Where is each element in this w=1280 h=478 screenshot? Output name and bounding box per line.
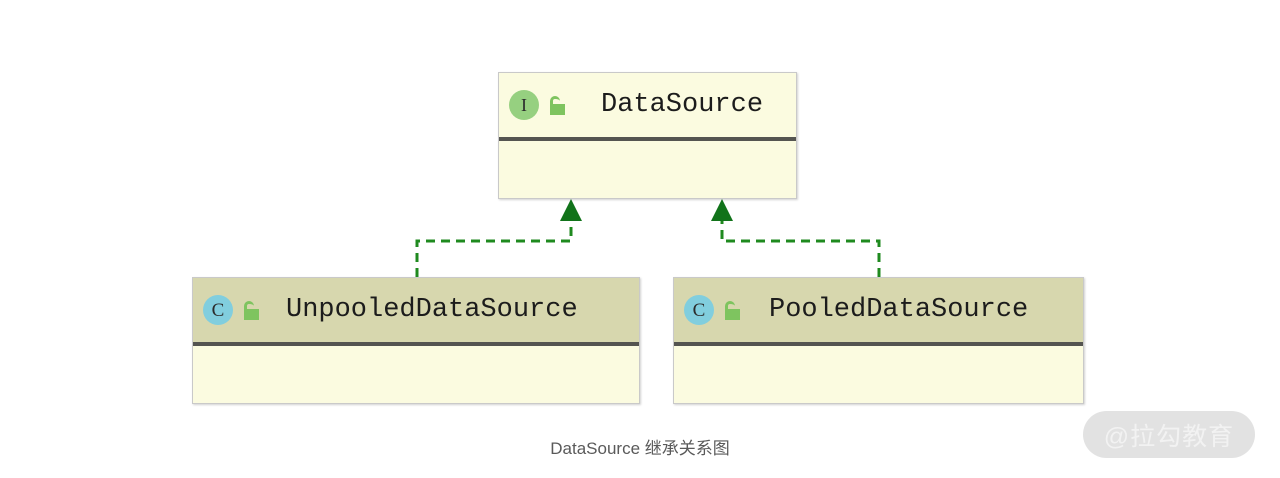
uml-node-pooleddatasource-title: PooledDataSource bbox=[769, 295, 1029, 325]
uml-node-datasource-members bbox=[499, 141, 796, 196]
inheritance-arrowhead-right bbox=[711, 199, 733, 221]
watermark: @拉勾教育 bbox=[1083, 411, 1255, 458]
uml-node-unpooleddatasource-title: UnpooledDataSource bbox=[286, 295, 578, 325]
uml-node-unpooleddatasource[interactable]: C UnpooledDataSource bbox=[192, 277, 640, 404]
edge-unpooled-to-datasource bbox=[415, 199, 582, 277]
unlocked-padlock-icon bbox=[722, 300, 742, 320]
uml-node-datasource-title: DataSource bbox=[601, 90, 764, 120]
interface-badge-icon: I bbox=[509, 90, 539, 120]
uml-node-pooleddatasource[interactable]: C PooledDataSource bbox=[673, 277, 1084, 404]
class-badge-icon: C bbox=[684, 295, 714, 325]
edge-pooled-to-datasource bbox=[711, 199, 881, 277]
diagram-caption: DataSource 继承关系图 bbox=[550, 439, 730, 458]
uml-node-datasource[interactable]: I DataSource bbox=[498, 72, 797, 199]
uml-node-unpooleddatasource-members bbox=[193, 346, 639, 401]
inheritance-arrowhead-left bbox=[560, 199, 582, 221]
unlocked-padlock-icon bbox=[547, 95, 567, 115]
uml-node-datasource-header: I DataSource bbox=[499, 73, 796, 141]
uml-node-pooleddatasource-members bbox=[674, 346, 1083, 401]
uml-node-pooleddatasource-header: C PooledDataSource bbox=[674, 278, 1083, 346]
class-badge-icon: C bbox=[203, 295, 233, 325]
uml-node-unpooleddatasource-header: C UnpooledDataSource bbox=[193, 278, 639, 346]
unlocked-padlock-icon bbox=[241, 300, 261, 320]
